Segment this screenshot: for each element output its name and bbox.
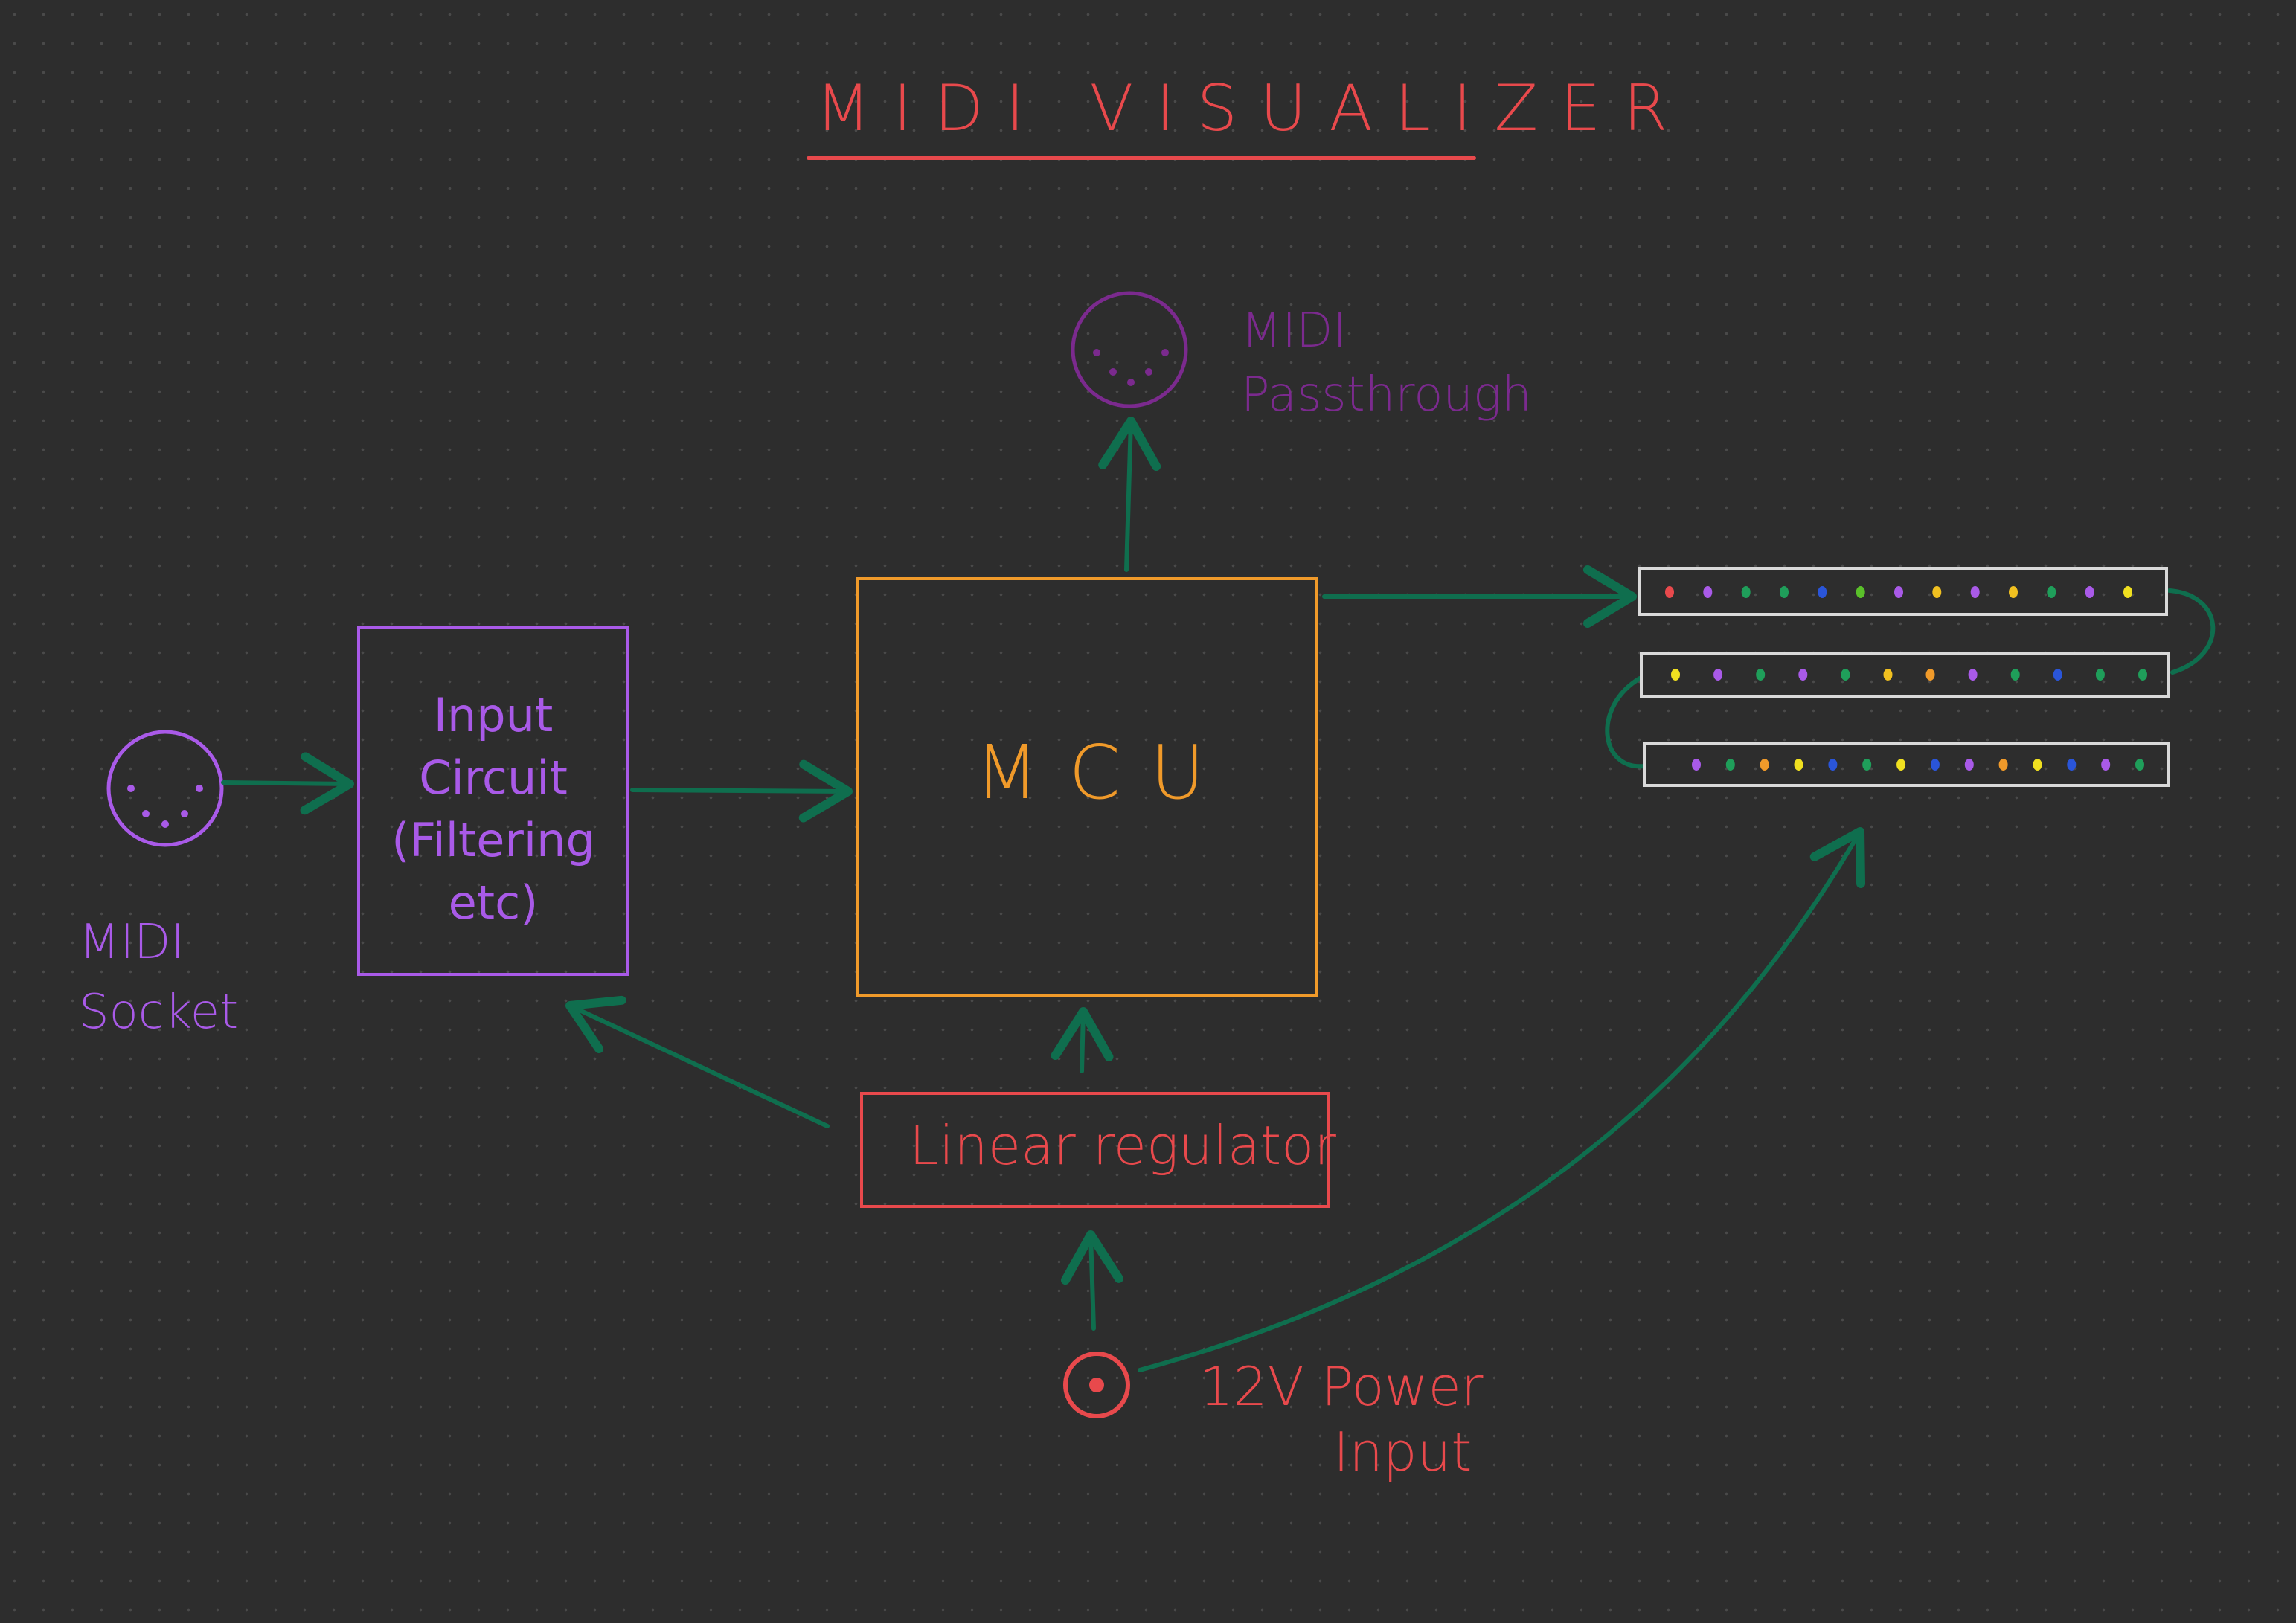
input-circuit-label: Input Circuit (Filtering etc): [391, 688, 595, 930]
midi-socket-icon: [106, 730, 224, 847]
led-dot: [1671, 669, 1680, 681]
led-dot: [1925, 669, 1935, 681]
led-dot: [1818, 586, 1827, 598]
linear-regulator-box: [860, 1092, 1330, 1208]
led-dot: [1894, 586, 1903, 598]
diagram-title: MIDI VISUALIZER: [815, 71, 1690, 146]
led-dot: [1883, 669, 1893, 681]
led-dot: [2138, 669, 2147, 681]
led-dot: [1798, 669, 1808, 681]
led-dot: [1998, 759, 2008, 771]
arrow-mcu-to-passthrough: [1098, 417, 1161, 572]
led-dot: [2033, 759, 2042, 771]
arrow-regulator-to-input: [565, 995, 830, 1128]
led-strip-2: [1640, 652, 2170, 698]
led-dot: [2067, 759, 2077, 771]
arrow-power-to-regulator: [1060, 1230, 1123, 1331]
power-input-label: 12V Power Input: [1199, 1354, 1483, 1485]
led-dot: [1964, 759, 1974, 771]
led-dot: [2085, 586, 2094, 598]
led-dot: [1741, 586, 1751, 598]
led-dot: [2123, 586, 2132, 598]
led-dot: [1968, 669, 1978, 681]
led-dot: [1856, 586, 1865, 598]
linear-regulator-label: Linear regulator: [909, 1114, 1336, 1177]
midi-socket-label: MIDI Socket: [79, 907, 238, 1047]
arrow-socket-to-input: [221, 752, 354, 815]
dc-jack-icon: [1063, 1352, 1130, 1418]
led-layer: [1665, 586, 2147, 771]
midi-socket-label-line1: MIDI: [79, 915, 185, 970]
led-dot: [1828, 759, 1838, 771]
led-dot: [1794, 759, 1803, 771]
led-dot: [2010, 669, 2020, 681]
power-input-label-line2: Input: [1333, 1421, 1472, 1483]
led-dot: [1780, 586, 1789, 598]
led-strip-1: [1638, 567, 2168, 616]
led-dot: [2047, 586, 2056, 598]
led-dot: [2009, 586, 2018, 598]
led-dot: [2053, 669, 2062, 681]
led-dot: [1692, 759, 1701, 771]
midi-passthrough-label-line2: Passthrough: [1241, 367, 1532, 422]
mcu-box: [856, 577, 1318, 997]
title-underline: [807, 156, 1476, 160]
led-dot: [1932, 586, 1942, 598]
midi-passthrough-socket-icon: [1071, 291, 1188, 408]
led-dot: [1756, 669, 1766, 681]
midi-socket-label-line2: Socket: [79, 985, 239, 1040]
led-dot: [1930, 759, 1940, 771]
led-dot: [1760, 759, 1769, 771]
input-circuit-box: [357, 626, 629, 976]
led-dot: [1703, 586, 1713, 598]
midi-passthrough-label-line1: MIDI: [1241, 303, 1347, 359]
arrow-input-to-mcu: [630, 759, 853, 823]
led-dot: [1896, 759, 1906, 771]
power-input-label-line1: 12V Power: [1199, 1355, 1484, 1418]
led-dot: [2095, 669, 2105, 681]
mcu-label: MCU: [975, 729, 1235, 816]
led-dot: [1841, 669, 1850, 681]
led-dot: [1665, 586, 1674, 598]
arrow-regulator-to-mcu: [1051, 1007, 1114, 1073]
strip-link-2-3: [1605, 676, 1646, 769]
led-dot: [2101, 759, 2111, 771]
led-dot: [1970, 586, 1980, 598]
midi-passthrough-label: MIDI Passthrough: [1241, 299, 1532, 427]
arrow-power-to-strips: [1138, 827, 1866, 1372]
led-dot: [1725, 759, 1735, 771]
led-dot: [1713, 669, 1723, 681]
led-dot: [2135, 759, 2144, 771]
led-dot: [1862, 759, 1872, 771]
strip-link-1-2: [2167, 588, 2216, 675]
led-strip-3: [1643, 742, 2170, 787]
